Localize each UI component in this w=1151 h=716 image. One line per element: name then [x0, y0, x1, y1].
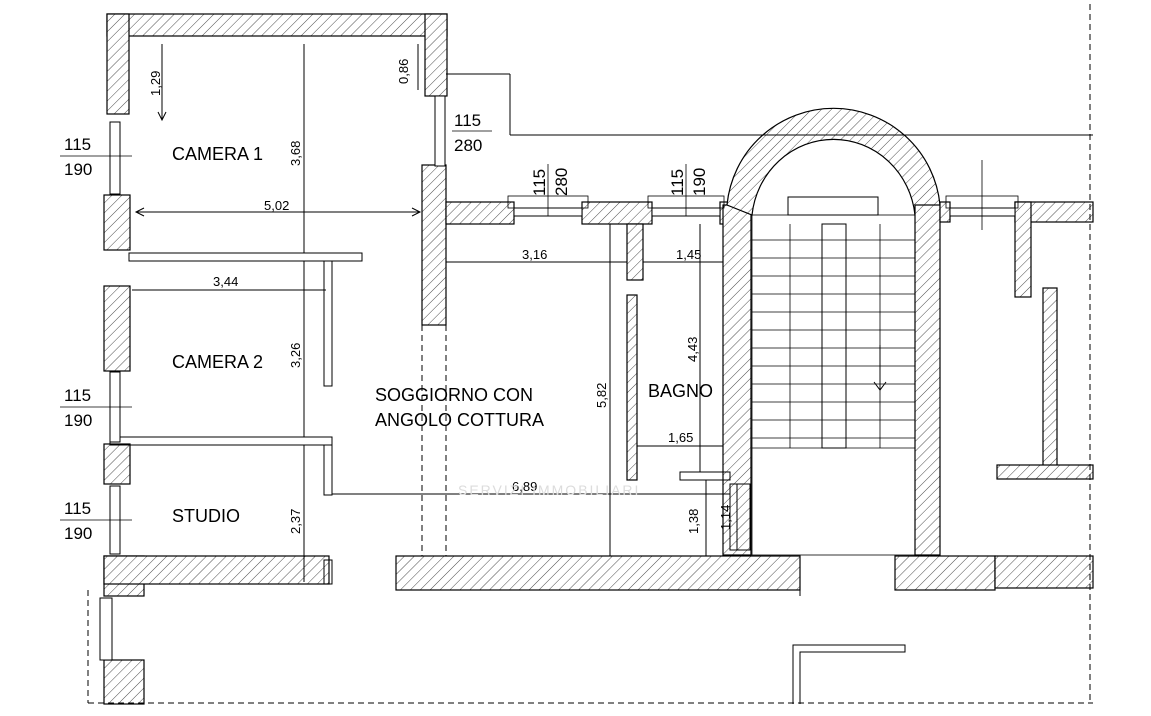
dim-443: 4,43 [685, 337, 700, 362]
wall-right-apt-bottom [994, 555, 1094, 589]
wall-stair-arch [726, 107, 941, 216]
wall-bottom-living [395, 555, 801, 591]
window-label-h: 280 [454, 136, 482, 155]
dim-344: 3,44 [213, 274, 238, 289]
dim-114: 1,14 [718, 505, 733, 530]
staircase [751, 196, 916, 556]
wall-left-mid3 [103, 443, 131, 485]
wall-right-edge [939, 201, 951, 223]
window-label-h: 280 [552, 168, 571, 196]
wall-right-apt-floor [996, 464, 1094, 480]
wall-left-bottom [103, 659, 145, 705]
dim-086: 0,86 [396, 59, 411, 84]
wall-top-camera1 [106, 13, 448, 37]
watermark-text: SERVIZI IMMOBILIARI [458, 482, 640, 498]
dimension-lines [60, 44, 738, 582]
window-camera1-east [434, 95, 446, 167]
dim-165: 1,65 [668, 430, 693, 445]
wall-left-upper [106, 13, 130, 115]
window-bottom-left [99, 597, 113, 661]
wall-bagno-left2 [626, 294, 638, 481]
window-label-w: 115 [530, 169, 549, 196]
label-camera1: CAMERA 1 [172, 144, 263, 164]
dim-129: 1,29 [148, 71, 163, 96]
dim-326: 3,26 [288, 343, 303, 368]
window-label-w: 115 [454, 111, 481, 130]
label-soggiorno-2: ANGOLO COTTURA [375, 410, 544, 430]
label-soggiorno-1: SOGGIORNO CON [375, 385, 533, 405]
wall-right-camera1-low [421, 164, 447, 326]
window-labels: 115 190 115 190 115 190 115 280 115 280 … [64, 111, 709, 543]
window-label-w: 115 [668, 169, 687, 196]
dim-502: 5,02 [264, 198, 289, 213]
wall-stair-bottom [894, 555, 996, 591]
dim-368: 3,68 [288, 141, 303, 166]
dim-237: 2,37 [288, 509, 303, 534]
stair-arrow-icon [873, 381, 887, 391]
wall-top-living [445, 201, 515, 225]
window-right-apt [949, 207, 1016, 217]
window-label-w: 115 [64, 386, 91, 405]
wall-right-camera1 [424, 13, 448, 97]
window-label-h: 190 [64, 524, 92, 543]
label-studio: STUDIO [172, 506, 240, 526]
wall-left-mid1 [103, 194, 131, 251]
label-camera2: CAMERA 2 [172, 352, 263, 372]
dim-582: 5,82 [594, 383, 609, 408]
window-label-h: 190 [64, 411, 92, 430]
wall-stair-right [914, 204, 941, 556]
wall-right-apt-left [1014, 201, 1032, 298]
window-label-w: 115 [64, 135, 91, 154]
dimension-labels: 1,29 0,86 3,68 5,02 3,44 3,26 2,37 3,16 … [148, 59, 733, 534]
label-bagno: BAGNO [648, 381, 713, 401]
window-label-h: 190 [690, 168, 709, 196]
wall-right-apt-col [1042, 287, 1058, 469]
window-label-w: 115 [64, 499, 91, 518]
window-camera1 [109, 121, 121, 195]
dim-145: 1,45 [676, 247, 701, 262]
wall-bagno-left [626, 223, 644, 281]
partitions [87, 4, 1093, 704]
wall-bottom-studio [103, 555, 330, 585]
wall-left-mid2 [103, 285, 131, 372]
dim-138: 1,38 [686, 509, 701, 534]
room-labels: CAMERA 1 CAMERA 2 STUDIO SOGGIORNO CON A… [172, 144, 713, 526]
window-label-h: 190 [64, 160, 92, 179]
dim-316: 3,16 [522, 247, 547, 262]
wall-top-living2 [581, 201, 653, 225]
dim-689: 6,89 [512, 479, 537, 494]
